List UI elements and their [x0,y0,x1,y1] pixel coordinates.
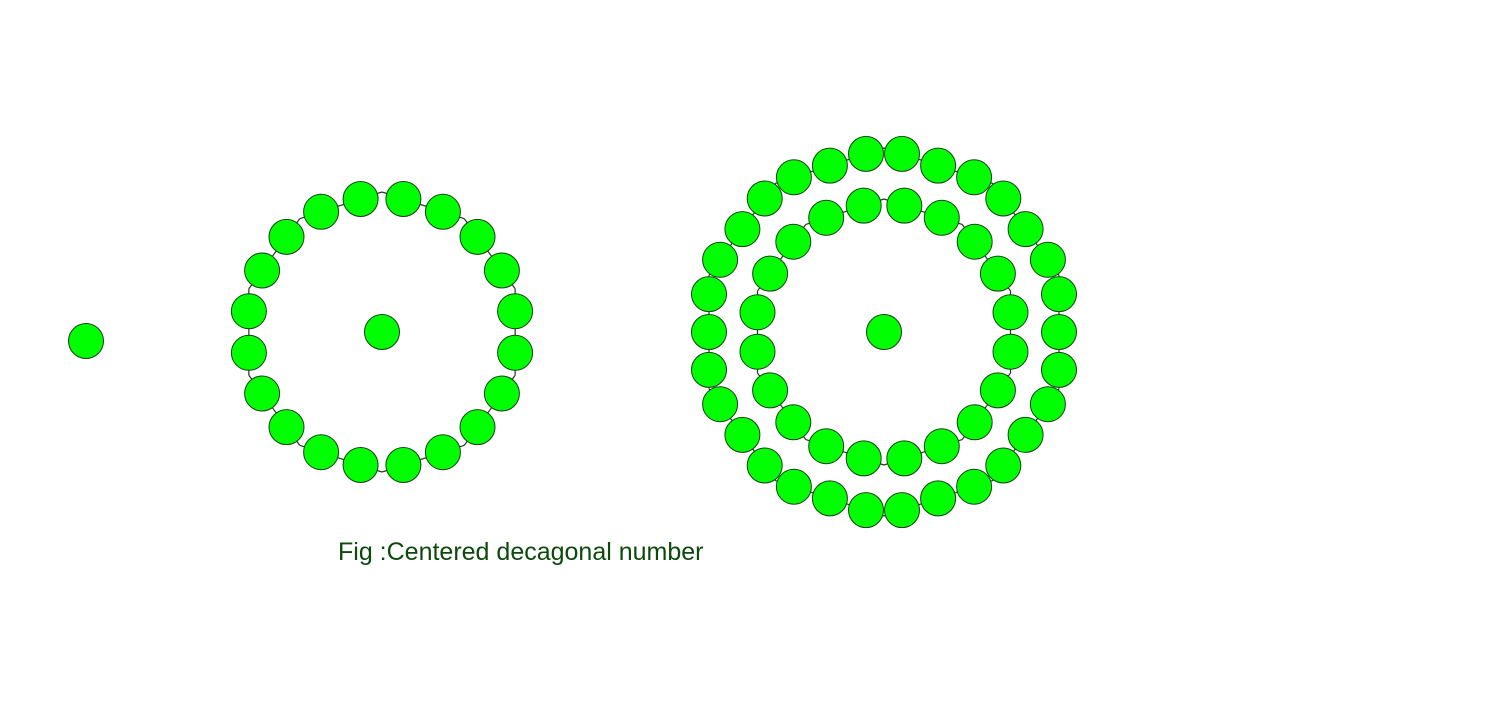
ring-1-dot [979,255,1016,292]
ring-2-dot [1041,276,1077,313]
figure-3 [691,135,1077,529]
ring-2-dot [848,135,884,172]
ring-1-dot [739,333,776,370]
ring-1-dot [497,334,534,371]
ring-1-dot [303,193,340,230]
ring-2-dot [1041,351,1077,388]
ring-2-dot [1007,211,1044,248]
ring-2-dot [702,241,739,278]
ring-2-dot [746,447,783,484]
ring-2-dot [724,211,761,248]
ring-2-dot [775,468,812,505]
ring-2-dot [1007,416,1044,453]
dot-layer [68,323,104,359]
ring-2-dot [985,180,1022,217]
ring-1-dot [303,434,340,471]
ring-2-dot [956,159,993,196]
ring-1-dot [923,199,960,236]
ring-1-dot [268,409,305,446]
ring-2-dot [691,314,727,350]
ring-2-dot [884,135,920,172]
ring-1-dot [845,440,882,477]
ring-1-dot [483,375,520,412]
figure-1 [68,323,104,359]
ring-1-dot [244,375,281,412]
ring-2-dot [811,480,848,517]
ring-1-dot [385,181,422,217]
ring-1-dot [244,252,281,289]
ring-2-dot [1041,314,1077,350]
ring-1-dot [752,255,789,292]
ring-2-dot [884,492,920,529]
ring-1-dot [979,372,1016,409]
ring-2-dot [702,386,739,423]
ring-2-dot [724,416,761,453]
ring-2-dot [746,180,783,217]
dot-layer [230,181,534,483]
ring-2-dot [920,480,957,517]
center-dot [68,323,104,359]
ring-2-dot [920,147,957,184]
ring-2-dot [775,159,812,196]
ring-2-dot [956,468,993,505]
ring-1-dot [845,187,882,224]
ring-1-dot [483,252,520,289]
center-dot [866,314,902,350]
ring-1-dot [342,447,379,483]
ring-1-dot [808,199,845,236]
ring-1-dot [886,187,923,224]
ring-1-dot [775,404,812,441]
ring-1-dot [956,223,993,260]
ring-2-dot [811,147,848,184]
ring-1-dot [775,223,812,260]
figure-2 [230,181,534,483]
ring-1-dot [497,293,534,330]
ring-1-dot [385,447,422,483]
ring-1-dot [923,428,960,465]
ring-1-dot [956,404,993,441]
ring-1-dot [230,334,267,371]
ring-1-dot [424,193,461,230]
ring-1-dot [268,218,305,255]
ring-1-dot [886,440,923,477]
figure-caption: Fig :Centered decagonal number [338,538,704,566]
ring-1-dot [992,294,1029,331]
ring-1-dot [424,434,461,471]
ring-2-dot [1029,386,1066,423]
ring-2-dot [985,447,1022,484]
ring-1-dot [459,218,496,255]
center-dot [364,314,400,350]
dot-layer [691,135,1077,529]
ring-1-dot [230,293,267,330]
ring-2-dot [1029,241,1066,278]
ring-1-dot [342,181,379,217]
ring-1-dot [992,333,1029,370]
ring-2-dot [848,492,884,529]
ring-2-dot [691,351,727,388]
ring-1-dot [739,294,776,331]
ring-2-dot [691,276,727,313]
ring-1-dot [808,428,845,465]
ring-1-dot [752,372,789,409]
ring-1-dot [459,409,496,446]
